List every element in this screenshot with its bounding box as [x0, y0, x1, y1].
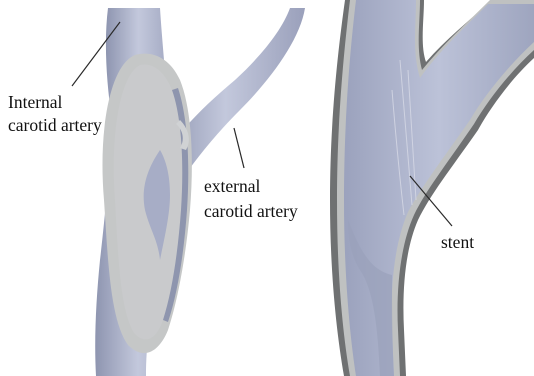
leader-external	[234, 128, 244, 168]
left-panel-bifurcation	[95, 8, 305, 376]
label-external-line2: carotid artery	[204, 201, 298, 221]
label-internal-line1: Internal	[8, 92, 63, 112]
stented-lumen	[344, 0, 534, 376]
label-stent: stent	[441, 232, 474, 252]
label-external-line1: external	[204, 176, 260, 196]
label-internal-line2: carotid artery	[8, 115, 102, 135]
right-panel-stented-artery	[330, 0, 534, 376]
